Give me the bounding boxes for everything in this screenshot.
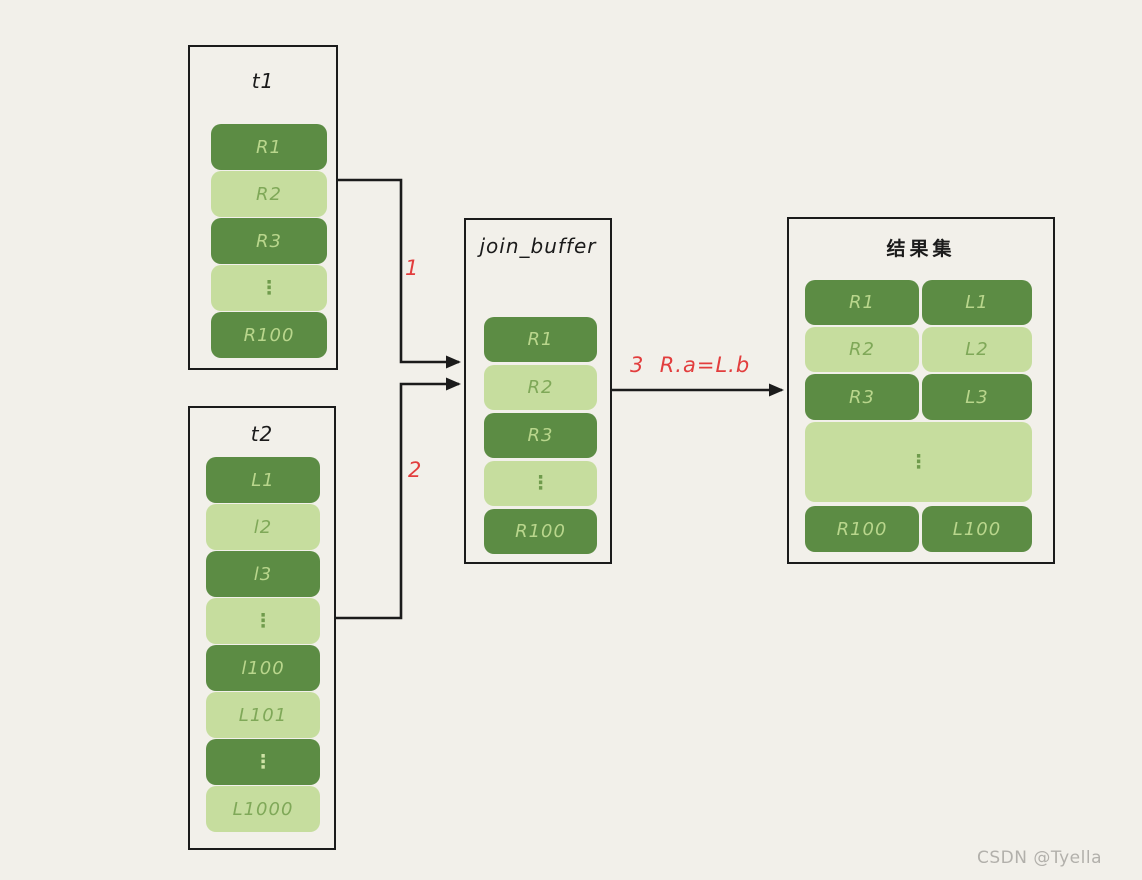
join-buffer-row-r3: R3 [484, 413, 597, 458]
result-row1-left: R1 [805, 280, 919, 325]
step-3-condition-label: 3 R.a=L.b [630, 353, 751, 377]
join-buffer-row-ellipsis: ⋮ [484, 461, 597, 506]
t2-row-l100: l100 [206, 645, 320, 691]
join-buffer-title: join_buffer [479, 234, 597, 258]
t1-row-r1: R1 [211, 124, 327, 170]
result-row2-right: L2 [922, 327, 1032, 372]
t2-row-l1: L1 [206, 457, 320, 503]
t1-row-r2: R2 [211, 171, 327, 217]
t1-row-r100: R100 [211, 312, 327, 358]
result-set-box: 结果集 R1 L1 R2 L2 R3 L3 ⋮ R100 L100 [787, 217, 1055, 564]
join-buffer-row-r1: R1 [484, 317, 597, 362]
table-t1-title: t1 [251, 69, 275, 93]
t2-row-l3: l3 [206, 551, 320, 597]
step-1-label: 1 [405, 256, 420, 280]
t2-row-l2: l2 [206, 504, 320, 550]
t2-row-ellipsis-1: ⋮ [206, 598, 320, 644]
result-row5-right: L100 [922, 506, 1032, 552]
t2-row-l1000: L1000 [206, 786, 320, 832]
table-t2-box: t2 L1 l2 l3 ⋮ l100 L101 ⋮ L1000 [188, 406, 336, 850]
result-row-ellipsis: ⋮ [805, 422, 1032, 502]
t1-row-r3: R3 [211, 218, 327, 264]
arrow-t2-to-join-buffer [336, 377, 461, 620]
result-row2-left: R2 [805, 327, 919, 372]
result-row1-right: L1 [922, 280, 1032, 325]
watermark: CSDN @Tyella [977, 848, 1102, 868]
t2-row-l101: L101 [206, 692, 320, 738]
table-t1-box: t1 R1 R2 R3 ⋮ R100 [188, 45, 338, 370]
join-buffer-box: join_buffer R1 R2 R3 ⋮ R100 [464, 218, 612, 564]
result-row3-right: L3 [922, 374, 1032, 420]
result-set-title: 结果集 [886, 238, 956, 260]
join-buffer-row-r2: R2 [484, 365, 597, 410]
step-2-label: 2 [408, 458, 423, 482]
join-buffer-row-r100: R100 [484, 509, 597, 554]
result-row3-left: R3 [805, 374, 919, 420]
arrow-t1-to-join-buffer [338, 178, 461, 369]
t1-row-ellipsis: ⋮ [211, 265, 327, 311]
result-row5-left: R100 [805, 506, 919, 552]
t2-row-ellipsis-2: ⋮ [206, 739, 320, 785]
table-t2-title: t2 [250, 422, 274, 446]
